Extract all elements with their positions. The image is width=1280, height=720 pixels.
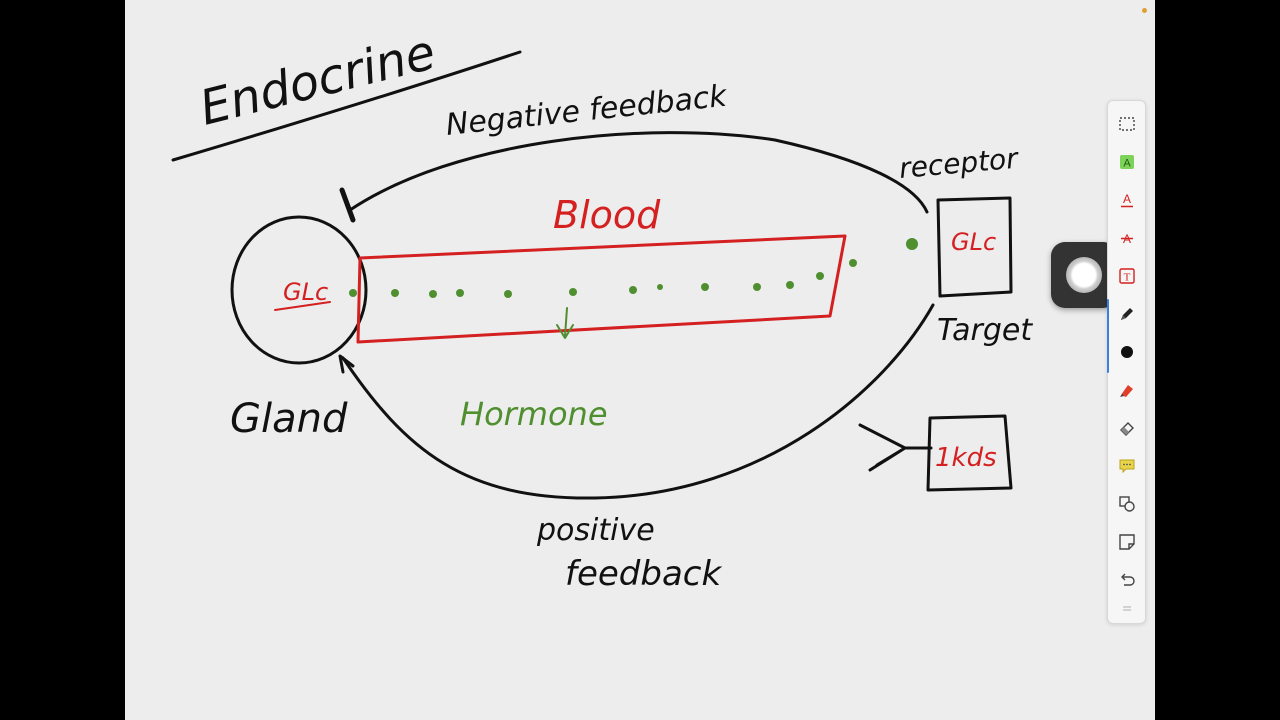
tool-strikethrough[interactable]: A <box>1108 223 1145 253</box>
tool-sticky-note[interactable] <box>1108 527 1145 557</box>
text-box-icon: T <box>1118 268 1135 284</box>
shapes-icon <box>1118 496 1135 512</box>
tool-undo[interactable] <box>1108 565 1145 595</box>
svg-text:A: A <box>1122 192 1130 206</box>
title-text: Endocrine <box>194 24 440 136</box>
gland-circle <box>230 215 368 365</box>
hormone-dots <box>349 238 918 298</box>
tool-highlighter[interactable]: A <box>1108 147 1145 177</box>
active-tool-indicator <box>1107 299 1109 373</box>
tool-highlighter-pen[interactable] <box>1108 375 1145 405</box>
tool-color[interactable] <box>1108 337 1145 367</box>
pen-icon <box>1120 308 1133 320</box>
underline-text-icon: A <box>1120 192 1133 208</box>
color-dot-icon <box>1120 346 1133 358</box>
hormone-arrow <box>556 307 574 339</box>
highlight-text-icon: A <box>1119 155 1134 170</box>
highlighter-pen-icon <box>1119 385 1133 397</box>
blood-label: Blood <box>553 193 661 237</box>
title-underline <box>171 50 522 162</box>
eraser-icon <box>1119 422 1134 436</box>
drag-handle-icon <box>1122 606 1131 611</box>
positive-feedback-label-line2: feedback <box>565 554 722 594</box>
comment-icon <box>1119 459 1134 474</box>
tool-shapes[interactable] <box>1108 489 1145 519</box>
strikethrough-text-icon: A <box>1120 232 1133 246</box>
dashed-rectangle-icon <box>1118 117 1135 131</box>
gland-inner-label: GLc <box>283 278 328 306</box>
target-cell-box <box>936 196 1013 298</box>
tool-marquee-select[interactable] <box>1108 109 1145 139</box>
whiteboard-canvas[interactable]: Endocrine Negative feedback receptor GLc… <box>125 0 1155 720</box>
svg-text:A: A <box>1123 158 1131 170</box>
annotation-toolbar: A A A T <box>1107 100 1146 624</box>
positive-feedback-arc <box>341 303 935 500</box>
lower-box-label: 1kds <box>935 443 997 473</box>
undo-icon <box>1120 573 1135 586</box>
status-dot <box>1142 8 1147 13</box>
target-label: Target <box>937 313 1033 348</box>
tool-text-box[interactable]: T <box>1108 261 1145 291</box>
negative-feedback-arrowhead <box>339 187 356 223</box>
blood-vessel <box>356 234 847 344</box>
endocrine-drawing: Endocrine Negative feedback receptor GLc… <box>171 24 1033 594</box>
gland-label: Gland <box>230 396 348 442</box>
gland-inner-underline <box>274 301 331 311</box>
sticky-note-icon <box>1118 534 1135 550</box>
tool-pen[interactable] <box>1108 299 1145 329</box>
negative-feedback-arc <box>348 131 929 214</box>
assistive-touch-ring-icon <box>1066 257 1102 293</box>
assistive-touch-button[interactable] <box>1051 242 1117 308</box>
lower-box <box>926 414 1013 492</box>
toolbar-drag-handle[interactable] <box>1108 597 1145 619</box>
tool-comment[interactable] <box>1108 451 1145 481</box>
receptor-label: receptor <box>898 142 1021 185</box>
hormone-label: Hormone <box>460 395 608 433</box>
svg-text:T: T <box>1123 272 1130 284</box>
box-arrow <box>858 423 933 472</box>
positive-feedback-arrowhead <box>338 354 355 374</box>
tool-eraser[interactable] <box>1108 413 1145 443</box>
tool-underline[interactable]: A <box>1108 185 1145 215</box>
positive-feedback-label-line1: positive <box>536 513 655 548</box>
target-inner-label: GLc <box>951 228 996 256</box>
